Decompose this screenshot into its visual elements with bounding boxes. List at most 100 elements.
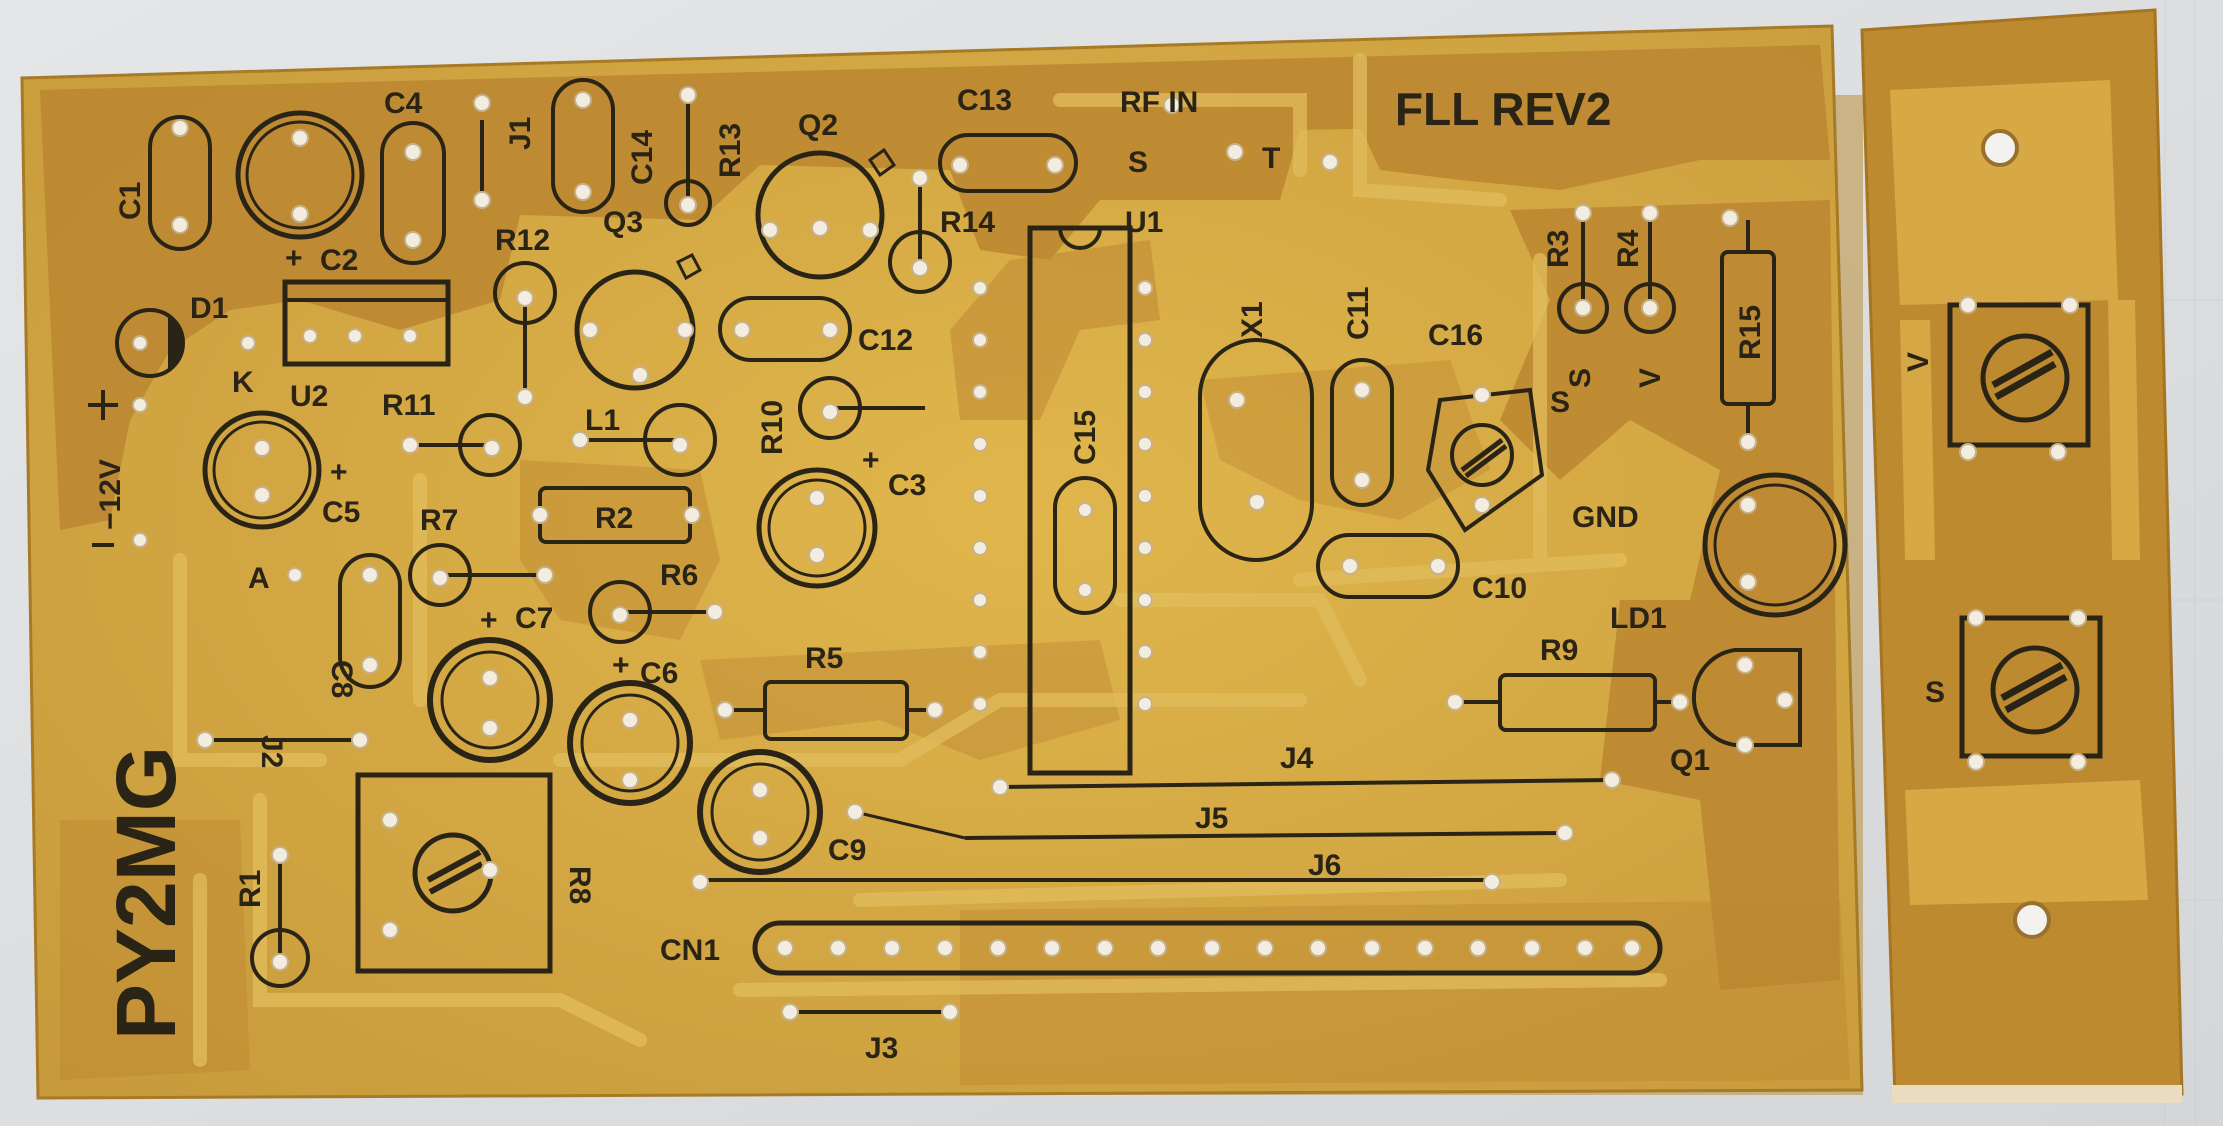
board-title: FLL REV2 [1395,83,1611,135]
label-q3: Q3 [603,206,643,239]
label-gnd: GND [1572,501,1639,534]
label-r2: R2 [595,502,633,535]
trimmer-v-outline [1947,302,2091,448]
label-a: A [248,562,270,595]
trimmer-s-outline [1959,615,2103,759]
q1-outline [1691,648,1802,747]
side-board-silkscreen [1947,302,2103,759]
board-author: PY2MG [99,746,193,1040]
label-s-c16: S [1550,386,1570,419]
u2-outline [282,279,451,367]
c12-outline [718,296,852,362]
c13-outline [938,133,1078,193]
u1-outline [1027,225,1133,776]
electrolytic-cap-outline [235,110,365,240]
label-plus-c5: + [330,456,348,489]
label-c11: C11 [1342,287,1375,340]
label-v-r4: V [1634,368,1667,388]
c7-outline [427,637,553,763]
label-s-r3: S [1564,368,1597,388]
solder-pads [132,86,1794,1021]
label-c8: C8 [325,660,358,698]
board-edge [20,24,1864,1100]
label-q1: Q1 [1670,744,1710,777]
c5-outline [202,410,322,530]
label-r9: R9 [1540,634,1578,667]
label-c13: C13 [957,84,1012,117]
label-c12: C12 [858,324,913,357]
label-plus-c2: + [285,242,303,275]
ld1-outline [1702,472,1848,618]
label-r12: R12 [495,224,550,257]
c14-outline [551,78,615,214]
label-c7: C7 [515,602,553,635]
label-ld1: LD1 [1610,602,1667,635]
c1-outline [148,115,212,251]
label-k: K [232,366,254,399]
label-r13: R13 [714,123,747,178]
label-r3: R3 [1542,230,1575,268]
label-j1: J1 [504,117,537,150]
label-u1: U1 [1125,206,1163,239]
r8-outline [355,772,553,974]
label-q2: Q2 [798,109,838,142]
label-r15: R15 [1734,305,1767,360]
label-x1: X1 [1236,301,1269,338]
side-board-pads [1959,296,2087,771]
c6-outline [567,680,693,806]
label-c6: C6 [640,657,678,690]
side-label-s: S [1925,676,1945,709]
label-t-rf: T [1262,142,1280,175]
label-r7: R7 [420,504,458,537]
label-plus-c7: + [480,604,498,637]
label-j3: J3 [865,1032,898,1065]
label-c5: C5 [322,496,360,529]
label-j2: J2 [255,735,288,768]
label-cn1: CN1 [660,934,720,967]
cn1-pins [776,939,1641,957]
c8-outline [338,553,402,689]
label-c2: C2 [320,244,358,277]
label-r10: R10 [756,400,789,455]
label-j6: J6 [1308,849,1341,882]
label-c16: C16 [1428,319,1483,352]
label-r5: R5 [805,642,843,675]
c15-outline [1053,476,1117,615]
label-s-rf: S [1128,146,1148,179]
label-minus-12v: −12V [94,459,127,530]
label-l1: L1 [585,404,620,437]
label-j4: J4 [1280,742,1314,775]
c3-outline [756,467,878,589]
silkscreen-labels: FLL REV2 PY2MG C1 C4 J1 C14 R13 Q2 C13 R… [94,83,1767,1065]
label-c14: C14 [626,130,659,185]
label-r4: R4 [1612,229,1645,268]
side-label-v: V [1902,352,1935,372]
label-c15: C15 [1069,410,1102,465]
label-rf-in: RF IN [1120,86,1198,119]
label-r1: R1 [234,870,267,908]
mounting-hole-bottom [2013,901,2051,939]
side-board-channels [1890,80,2148,905]
x1-outline [1198,338,1314,562]
main-board: FLL REV2 PY2MG C1 C4 J1 C14 R13 Q2 C13 R… [20,24,1864,1100]
label-c10: C10 [1472,572,1527,605]
cn1-outline [752,920,1663,976]
label-r11: R11 [382,389,435,422]
label-r8: R8 [563,866,596,904]
label-plus-c3: + [862,444,880,477]
label-j5: J5 [1195,802,1228,835]
label-r14: R14 [940,206,995,239]
label-r6: R6 [660,559,698,592]
c4-outline [380,121,446,265]
q2-outline [755,150,885,280]
label-plus-c6: + [612,649,630,682]
label-c3: C3 [888,469,926,502]
u1-pins [972,280,1153,712]
label-u2: U2 [290,380,328,413]
label-c1: C1 [114,182,147,220]
label-d1: D1 [190,292,228,325]
label-c4: C4 [384,87,423,120]
j4-jumper [999,778,1613,789]
mounting-hole-top [1981,129,2019,167]
